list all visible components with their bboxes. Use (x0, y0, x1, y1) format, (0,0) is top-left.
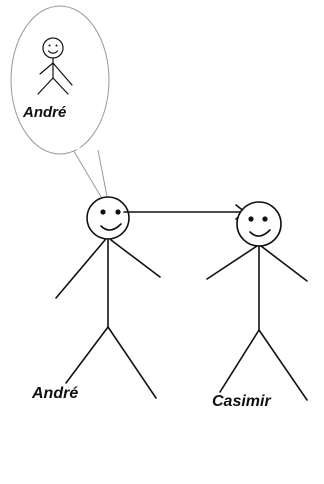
andre-smile (100, 223, 122, 231)
casimir-smile (249, 229, 271, 237)
thought-figure-smile (47, 50, 59, 54)
stick-figure-andre (55, 196, 161, 399)
thought-figure-leg-left (37, 77, 54, 95)
andre-head (86, 196, 130, 240)
thought-figure-arm-right (52, 62, 73, 86)
stick-figure-casimir (206, 201, 308, 401)
gaze-arrow (123, 204, 247, 220)
thought-bubble-outline (10, 5, 110, 155)
andre-arm-left (55, 239, 106, 299)
thought-figure-leg-right (52, 77, 69, 95)
andre-leg-left (65, 326, 109, 384)
andre-leg-right (107, 326, 157, 399)
thought-figure-label: André (22, 104, 66, 121)
thought-bubble: André (10, 5, 111, 213)
casimir-eye-left (248, 216, 254, 222)
casimir-eye-right (262, 216, 268, 222)
thought-figure-eye-right (55, 44, 58, 47)
andre-eye-right (115, 209, 121, 215)
casimir-arm-right (260, 245, 308, 282)
casimir-head (236, 201, 282, 247)
casimir-leg-right (258, 329, 308, 401)
casimir-arm-left (206, 245, 258, 280)
casimir-label: Casimir (212, 393, 271, 410)
andre-eye-left (100, 209, 106, 215)
thought-stick-figure (37, 37, 73, 95)
andre-label: André (31, 385, 78, 402)
andre-arm-right (110, 239, 161, 278)
casimir-leg-left (219, 329, 260, 393)
thought-figure-arm-left (39, 62, 54, 75)
thought-figure-eye-left (48, 44, 51, 47)
